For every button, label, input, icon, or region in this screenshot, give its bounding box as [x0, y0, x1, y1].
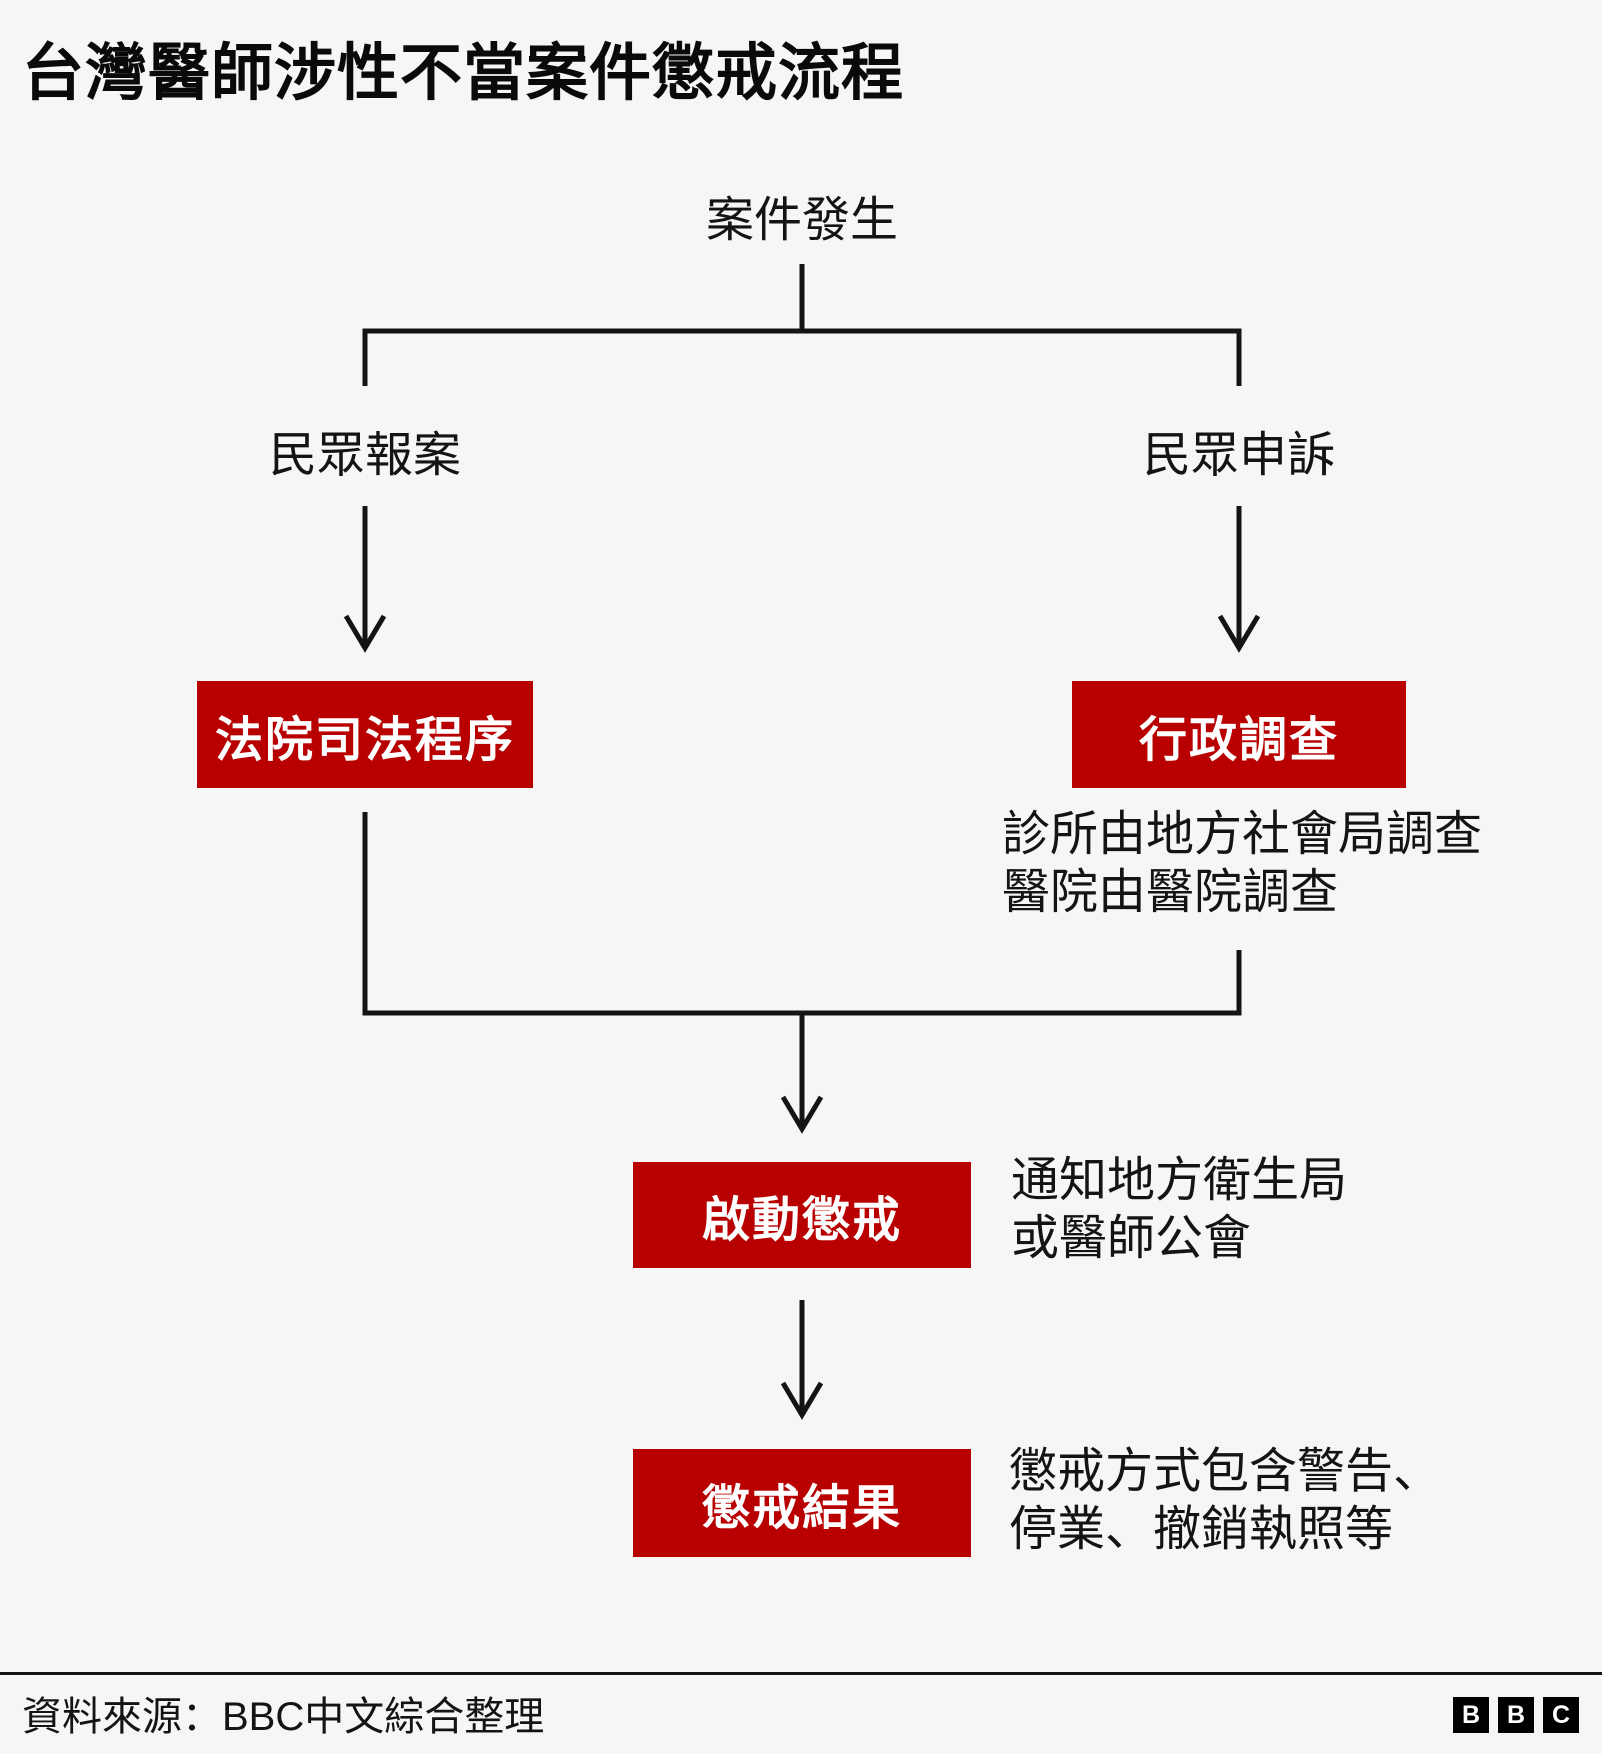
label-public-report: 民眾報案 [268, 429, 462, 482]
node-admin-investigation-label: 行政調查 [1138, 713, 1339, 767]
bbc-logo-letter-2: B [1498, 1697, 1534, 1733]
arrow-left-head [343, 614, 387, 653]
source-text: 資料來源：BBC中文綜合整理 [22, 1695, 545, 1739]
initiate-discipline-note: 通知地方衛生局 或醫師公會 [1011, 1152, 1347, 1268]
result-note-line2: 停業、撤銷執照等 [1009, 1503, 1394, 1556]
bbc-logo-letter-1: B [1453, 1697, 1489, 1733]
node-court-process: 法院司法程序 [197, 681, 533, 788]
footer-divider [0, 1672, 1602, 1675]
node-initiate-discipline: 啟動懲戒 [633, 1162, 971, 1268]
arrow-mid-head [780, 1381, 824, 1420]
node-initiate-discipline-label: 啟動懲戒 [701, 1194, 902, 1247]
arrow-center-head [780, 1095, 824, 1134]
bbc-logo: B B C [1453, 1697, 1579, 1733]
bbc-logo-letter-3: C [1543, 1697, 1579, 1733]
node-discipline-result: 懲戒結果 [633, 1449, 971, 1557]
node-admin-investigation: 行政調查 [1072, 681, 1406, 788]
admin-note-line2: 醫院由醫院調查 [1002, 866, 1339, 919]
label-public-complaint: 民眾申訴 [1142, 429, 1336, 482]
node-case-start: 案件發生 [705, 194, 899, 247]
initiate-note-line1: 通知地方衛生局 [1011, 1154, 1348, 1207]
node-court-process-label: 法院司法程序 [214, 713, 515, 767]
result-note-line1: 懲戒方式包含警告、 [1009, 1445, 1442, 1498]
discipline-result-note: 懲戒方式包含警告、 停業、撤銷執照等 [1009, 1443, 1441, 1559]
initiate-note-line2: 或醫師公會 [1011, 1212, 1252, 1265]
node-discipline-result-label: 懲戒結果 [701, 1482, 902, 1535]
admin-note-line1: 診所由地方社會局調查 [1002, 808, 1483, 861]
connector-branch [362, 328, 1242, 386]
arrow-right-head [1217, 614, 1261, 653]
admin-investigation-note: 診所由地方社會局調查 醫院由醫院調查 [1002, 806, 1482, 922]
page-title: 台灣醫師涉性不當案件懲戒流程 [22, 39, 905, 108]
